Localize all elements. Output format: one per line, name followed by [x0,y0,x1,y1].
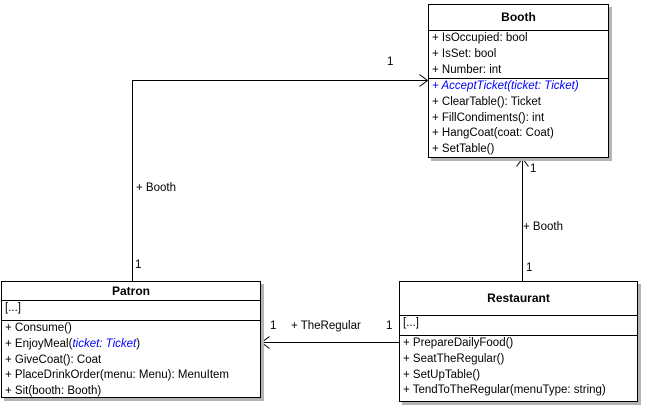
assoc-restaurant-booth-role-label: + Booth [523,221,563,233]
member-text-segment: + PlaceDrinkOrder(menu: Menu): MenuItem [5,369,230,382]
member-row: + AcceptTicket(ticket: Ticket) [429,79,608,95]
member-row: + SetTable() [429,142,608,158]
member-text-segment: + SeatTheRegular() [403,352,505,365]
member-text-segment: + HangCoat(coat: Coat) [432,127,554,140]
class-restaurant[interactable]: Restaurant [...] + PrepareDailyFood() + S… [399,281,638,402]
class-restaurant-methods: + PrepareDailyFood() + SeatTheRegular() + … [400,336,637,399]
member-row: + IsSet: bool [429,47,608,63]
member-row: + FillCondiments(): int [429,111,608,127]
member-text-segment: + Consume() [5,322,72,334]
assoc-patron-booth-multiplicity-target: 1 [387,56,394,68]
member-text-segment: + IsOccupied: bool [432,32,528,44]
class-patron-title: Patron [2,282,260,301]
member-text-segment: + AcceptTicket(ticket: Ticket) [432,80,579,92]
member-text-segment: ) [136,337,141,350]
member-row: + SeatTheRegular() [400,352,637,368]
assoc-restaurant-patron-role-label: + TheRegular [291,320,361,332]
member-row: + TendToTheRegular(menuType: string) [400,383,637,399]
class-patron-attributes: [...] [2,301,260,321]
assoc-patron-booth-arrowhead [419,74,429,87]
assoc-restaurant-booth-multiplicity-source: 1 [526,262,533,274]
assoc-patron-booth-multiplicity-source: 1 [135,259,142,271]
member-text-segment: + SetUpTable() [403,368,481,381]
assoc-patron-booth-role-label: + Booth [136,182,176,194]
member-text-segment: + SetTable() [432,143,495,156]
class-restaurant-title: Restaurant [400,282,637,316]
class-booth-attributes: + IsOccupied: bool + IsSet: bool + Number:… [429,31,608,79]
member-row: + PrepareDailyFood() [400,336,637,352]
class-patron[interactable]: Patron [...] + Consume() + EnjoyMeal(tick… [1,281,261,398]
member-row: + Consume() [2,321,260,337]
assoc-restaurant-patron-arrowhead [260,336,270,349]
member-text-segment: + TendToTheRegular(menuType: string) [403,384,606,397]
member-row: + SetUpTable() [400,368,637,384]
member-row: + ClearTable(): Ticket [429,95,608,111]
member-row: + Sit(booth: Booth) [2,384,260,400]
assoc-restaurant-booth-arrowhead [516,157,529,167]
member-text-segment: + Sit(booth: Booth) [5,385,102,398]
member-row: [...] [400,316,637,332]
member-row: + EnjoyMeal(ticket: Ticket) [2,337,260,353]
member-text-segment: [...] [5,302,21,314]
member-text-segment: + GiveCoat(): Coat [5,353,102,366]
member-text-segment: + IsSet: bool [432,47,497,60]
member-row: + IsOccupied: bool [429,31,608,47]
member-row: + GiveCoat(): Coat [2,353,260,369]
member-text-segment: + PrepareDailyFood() [403,337,514,349]
member-text-segment: [...] [403,317,419,329]
member-text-segment: + EnjoyMeal( [5,337,73,350]
member-text-segment: + ClearTable(): Ticket [432,95,541,108]
class-booth[interactable]: Booth + IsOccupied: bool + IsSet: bool + N… [428,4,609,158]
assoc-restaurant-patron-multiplicity-source: 1 [386,320,393,332]
assoc-restaurant-patron-multiplicity-target: 1 [270,320,277,332]
class-patron-methods: + Consume()+ EnjoyMeal(ticket: Ticket)+ … [2,321,260,400]
assoc-restaurant-booth-multiplicity-target: 1 [530,163,537,175]
class-restaurant-attributes: [...] [400,316,637,336]
member-row: + PlaceDrinkOrder(menu: Menu): MenuItem [2,368,260,384]
member-row: + Number: int [429,63,608,78]
class-booth-methods: + AcceptTicket(ticket: Ticket) + ClearTab… [429,79,608,158]
member-row: + HangCoat(coat: Coat) [429,126,608,142]
member-text-segment: + Number: int [432,63,502,76]
class-booth-title: Booth [429,5,608,31]
member-text-segment: ticket: Ticket [72,337,137,350]
member-row: [...] [2,301,260,317]
member-text-segment: + FillCondiments(): int [432,111,545,124]
assoc-patron-booth-line[interactable] [132,80,428,282]
